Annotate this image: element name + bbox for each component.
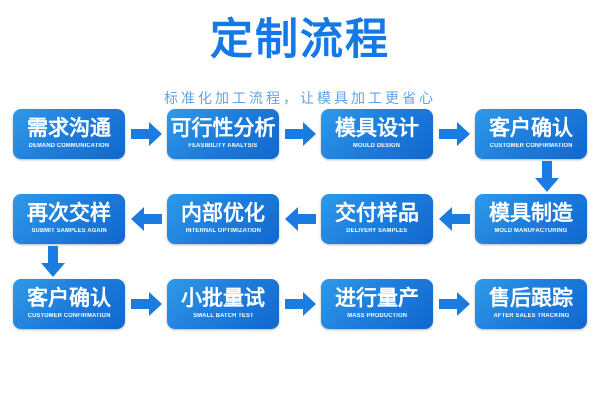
page-subtitle: 标准化加工流程，让模具加工更省心 xyxy=(164,90,436,106)
arrow-left-icon xyxy=(279,204,321,234)
process-step-label-en: SMALL BATCH TEST xyxy=(192,313,254,319)
flow-row: 再次交样 SUBMIT SAMPLES AGAIN 内部优化 INTERNAL OPT… xyxy=(0,193,600,277)
process-step-label-en: MASS PRODUCTION xyxy=(347,313,407,319)
process-step-box[interactable]: 进行量产 MASS PRODUCTION xyxy=(321,279,433,329)
flow-row: 客户确认 CUSTOMER CONFIRMATION 小批量试 SMALL BATCH… xyxy=(0,278,600,330)
process-step-label-cn: 交付样品 xyxy=(335,202,419,225)
process-step-box[interactable]: 售后跟踪 AFTER SALES TRACKING xyxy=(475,279,587,329)
page-title: 定制流程 xyxy=(210,16,390,64)
process-step-label-en: AFTER SALES TRACKING xyxy=(493,313,569,319)
process-step-box[interactable]: 模具制造 MOLD MANUFACTURING xyxy=(475,194,587,244)
process-step-label-en: CUSTOMER CONFIRMATION xyxy=(489,143,573,149)
process-step-label-en: MOULD DESIGN xyxy=(353,143,401,149)
process-step-label-cn: 售后跟踪 xyxy=(489,287,573,310)
process-step-box[interactable]: 客户确认 CUSTOMER CONFIRMATION xyxy=(475,109,587,159)
arrow-left-icon xyxy=(433,204,475,234)
process-step-label-cn: 内部优化 xyxy=(181,202,265,225)
process-step-label-cn: 再次交样 xyxy=(27,202,111,225)
process-step-label-en: MOLD MANUFACTURING xyxy=(494,228,568,234)
process-step-box[interactable]: 再次交样 SUBMIT SAMPLES AGAIN xyxy=(13,194,125,244)
arrow-right-icon xyxy=(433,119,475,149)
process-step-box[interactable]: 可行性分析 FEASIBILITY ANALYSIS xyxy=(167,109,279,159)
process-step-label-cn: 需求沟通 xyxy=(27,117,111,140)
arrow-down-icon xyxy=(532,161,562,193)
arrow-right-icon xyxy=(125,119,167,149)
process-step-label-cn: 客户确认 xyxy=(489,117,573,140)
process-step-box[interactable]: 需求沟通 DEMAND COMMUNICATION xyxy=(13,109,125,159)
process-step-label-cn: 小批量试 xyxy=(181,287,265,310)
process-step-label-cn: 客户确认 xyxy=(27,287,111,310)
process-step-box[interactable]: 模具设计 MOULD DESIGN xyxy=(321,109,433,159)
process-step-label-en: CUSTOMER CONFIRMATION xyxy=(27,313,111,319)
process-step-label-en: SUBMIT SAMPLES AGAIN xyxy=(31,228,107,234)
process-step-label-en: DELIVERY SAMPLES xyxy=(346,228,408,234)
process-flow-diagram: 需求沟通 DEMAND COMMUNICATION 可行性分析 FEASIBILITY… xyxy=(0,108,600,330)
process-step-box[interactable]: 内部优化 INTERNAL OPTIMIZATION xyxy=(167,194,279,244)
process-step-label-cn: 进行量产 xyxy=(335,287,419,310)
process-step-label-en: INTERNAL OPTIMIZATION xyxy=(185,228,261,234)
process-step-label-cn: 可行性分析 xyxy=(170,117,276,140)
arrow-right-icon xyxy=(125,289,167,319)
process-step-box[interactable]: 客户确认 CUSTOMER CONFIRMATION xyxy=(13,279,125,329)
flow-row: 需求沟通 DEMAND COMMUNICATION 可行性分析 FEASIBILITY… xyxy=(0,108,600,192)
process-step-label-cn: 模具制造 xyxy=(489,202,573,225)
process-step-box[interactable]: 交付样品 DELIVERY SAMPLES xyxy=(321,194,433,244)
arrow-right-icon xyxy=(279,119,321,149)
page-header: 定制流程 标准化加工流程，让模具加工更省心 xyxy=(0,0,600,108)
arrow-left-icon xyxy=(125,204,167,234)
process-step-label-en: FEASIBILITY ANALYSIS xyxy=(188,143,258,149)
process-step-box[interactable]: 小批量试 SMALL BATCH TEST xyxy=(167,279,279,329)
arrow-right-icon xyxy=(433,289,475,319)
arrow-down-icon xyxy=(38,246,68,278)
arrow-right-icon xyxy=(279,289,321,319)
process-step-label-cn: 模具设计 xyxy=(335,117,419,140)
process-step-label-en: DEMAND COMMUNICATION xyxy=(28,143,110,149)
